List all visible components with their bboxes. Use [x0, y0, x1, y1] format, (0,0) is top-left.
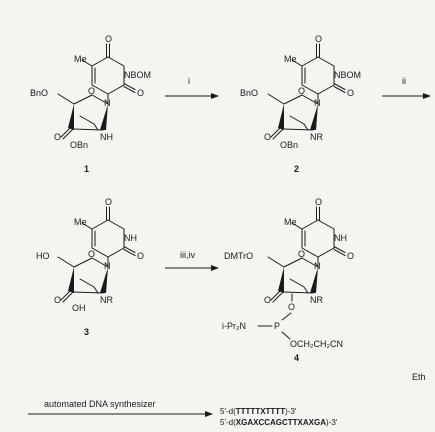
ring-o-label: O — [88, 86, 95, 96]
compound-number: 4 — [294, 353, 299, 363]
compound-3: Me O NH O N O HO O OH NR 3 — [36, 197, 144, 337]
c4-oxo-label: O — [315, 197, 322, 207]
base-n-label: NH — [334, 233, 347, 243]
c2-oxo-label: O — [137, 251, 144, 261]
product-sequence-1: 5'-d(TTTTTXTTTT)-3' — [220, 407, 297, 416]
me-label: Me — [284, 217, 297, 227]
product-sequence-2: 5'-d(XGAXCCAGCTTXAXGA)-3' — [220, 418, 338, 427]
phosphorus-label: P — [274, 321, 280, 331]
ring-o-label: O — [88, 249, 95, 259]
base-n-label: NH — [124, 233, 137, 243]
amine-label: NR — [310, 295, 323, 305]
ho-label: HO — [36, 251, 50, 261]
obn-label: OBn — [70, 140, 88, 150]
ketone-o-label: O — [54, 132, 61, 142]
c4-oxo-label: O — [105, 197, 112, 207]
me-label: Me — [74, 54, 87, 64]
compound-number: 3 — [84, 327, 89, 337]
bno-label: BnO — [30, 88, 48, 98]
ketone-o-label: O — [264, 295, 271, 305]
bno-label: BnO — [240, 88, 258, 98]
ring-n-label: N — [104, 98, 111, 108]
compound-number: 1 — [84, 164, 89, 174]
base-n-label: NBOM — [334, 70, 361, 80]
ring-o-label: O — [298, 86, 305, 96]
compound-2: Me O NBOM O N O BnO O OBn NR 2 — [240, 34, 361, 174]
step-label-ii: ii — [402, 76, 406, 86]
synthesizer-label: automated DNA synthesizer — [44, 399, 156, 409]
cut-off-text: Eth — [412, 372, 426, 382]
base-n-label: NBOM — [124, 70, 151, 80]
compound-4: Me O NH O N O DMTrO O NR O P i-Pr₂N OCH₂… — [222, 197, 354, 363]
c2-oxo-label: O — [347, 88, 354, 98]
me-label: Me — [74, 217, 87, 227]
ketone-o-label: O — [54, 295, 61, 305]
me-label: Me — [284, 54, 297, 64]
amine-label: NR — [100, 295, 113, 305]
dmtro-label: DMTrO — [224, 251, 253, 261]
ring-n-label: N — [314, 261, 321, 271]
amidite-n-label: i-Pr₂N — [222, 321, 246, 331]
ring-o-label: O — [298, 249, 305, 259]
ketone-o-label: O — [264, 132, 271, 142]
step-label-i: i — [188, 76, 190, 86]
c4-oxo-label: O — [105, 34, 112, 44]
cyanoethyl-label: OCH₂CH₂CN — [290, 339, 343, 349]
phos-o-label: O — [288, 302, 295, 312]
amine-label: NH — [100, 132, 113, 142]
oh-label: OH — [72, 303, 86, 313]
obn-label: OBn — [280, 140, 298, 150]
c2-oxo-label: O — [347, 251, 354, 261]
c2-oxo-label: O — [137, 88, 144, 98]
c4-oxo-label: O — [315, 34, 322, 44]
step-label-iii-iv: iii,iv — [180, 250, 195, 260]
ring-n-label: N — [104, 261, 111, 271]
ring-n-label: N — [314, 98, 321, 108]
compound-1: Me O NBOM O N O BnO O OBn NH 1 — [30, 34, 151, 174]
compound-number: 2 — [294, 164, 299, 174]
amine-label: NR — [310, 132, 323, 142]
